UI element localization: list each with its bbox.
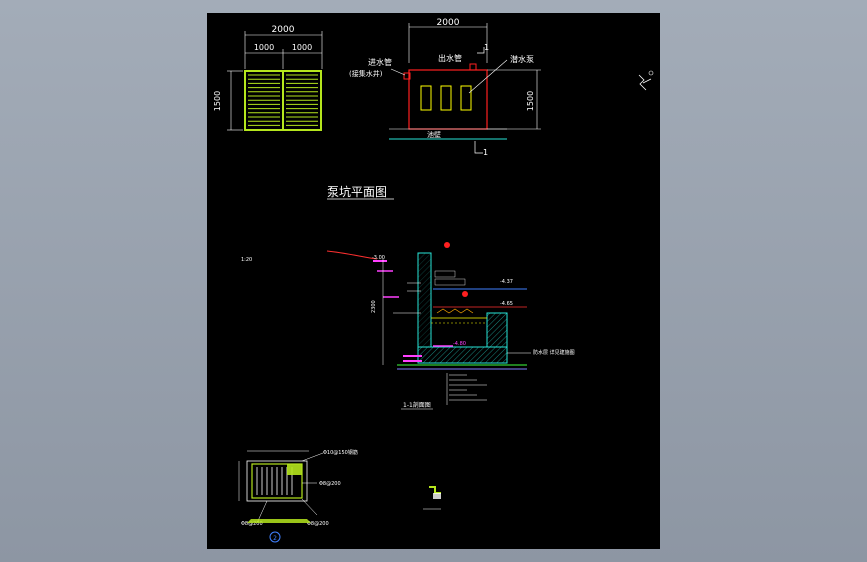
outlet-pipe-label: 出水管 [438, 53, 462, 63]
svg-text:2300: 2300 [371, 300, 377, 313]
drawing-sheet: 2000 1000 1000 1500 2000 出水管 进水管 (接集水井) … [207, 13, 660, 549]
detail-label-top: Φ10@150钢筋 [323, 449, 358, 456]
north-arrow-symbol [638, 70, 654, 91]
section-note-right: 防水层 详见建施图 [533, 349, 575, 356]
cad-drawing: 2000 1000 1000 1500 2000 出水管 进水管 (接集水井) … [213, 18, 654, 543]
pump-label: 潜水泵 [510, 54, 534, 64]
pump-pit-plan: 2000 出水管 进水管 (接集水井) 潜水泵 1 1 1500 池壁 泵坑平面… [327, 18, 541, 200]
grating-bars [248, 74, 318, 126]
pit-step [486, 312, 508, 348]
pit-dim-width: 2000 [437, 18, 460, 28]
ground-slope [326, 250, 378, 260]
grating-detail-plan: Φ10@150钢筋 Φ8@200 Φ8@200 Φ8@200 2 [238, 449, 358, 543]
detail-frame-inner [251, 463, 303, 499]
grating-plan-view: 2000 1000 1000 1500 [213, 25, 323, 131]
inlet-source-label: (接集水井) [349, 69, 383, 78]
detail-base-strip [247, 519, 311, 523]
detail-corner-fill [287, 464, 302, 475]
detail-label-bottom: Φ8@200 [307, 521, 329, 527]
detail-label-mid: Φ8@200 [319, 481, 341, 487]
dim-text-right-half: 1000 [292, 43, 312, 52]
level-marker-top [444, 242, 450, 248]
svg-text:1:20: 1:20 [241, 257, 252, 263]
level-marker-mid [462, 291, 468, 297]
pump-1 [420, 85, 432, 111]
pump-3 [460, 85, 472, 111]
level-text-top: -4.37 [500, 279, 513, 285]
inlet-pipe-label: 进水管 [368, 57, 392, 67]
detail-callout-circle [269, 531, 281, 543]
dim-text-total: 2000 [272, 25, 295, 35]
detail-frame-outer [246, 460, 308, 502]
detail-bars [256, 467, 293, 495]
pit-bottom-label: 池壁 [427, 130, 441, 139]
level-text-mid: -4.65 [500, 301, 513, 307]
inlet-pipe [403, 72, 411, 80]
pump-2 [440, 85, 452, 111]
detail-callout-number: 2 [273, 535, 277, 542]
section-notes [449, 374, 487, 401]
outlet-pipe [469, 63, 477, 71]
section-mark-top: 1 [484, 43, 489, 52]
level-text-left: -3.00 [372, 255, 385, 261]
dim-text-height: 1500 [213, 91, 222, 111]
section-mark-bottom: 1 [483, 148, 488, 157]
section-title: 1-1剖面图 [403, 401, 431, 409]
dim-text-left-half: 1000 [254, 43, 274, 52]
pit-dim-height: 1500 [526, 91, 535, 111]
section-1-1-view: 2300 -4.37 -4.65 -4.80 -3.00 防水层 详见建施图 1… [241, 242, 575, 410]
bottom-slab [417, 346, 508, 364]
detail-label-left: Φ8@200 [241, 521, 263, 527]
level-text-bottom: -4.80 [453, 341, 466, 347]
detail-symbol-bottom [423, 486, 441, 510]
pit-plan-title: 泵坑平面图 [327, 184, 387, 199]
